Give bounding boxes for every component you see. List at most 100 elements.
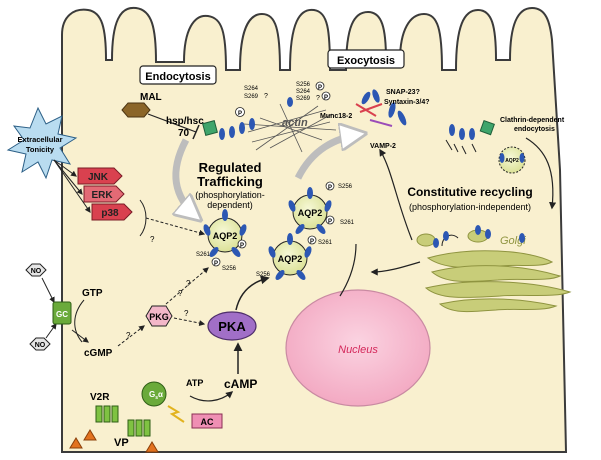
regulated-arrow-down <box>176 138 198 218</box>
s261-label: S261 <box>318 240 333 246</box>
p-icon: P <box>310 239 314 245</box>
constitutive-label-2: (phosphorylation-independent) <box>409 202 531 212</box>
gc-enzyme: GC <box>52 301 72 325</box>
golgi-vesicles <box>433 225 525 248</box>
s261-label: S261 <box>340 220 355 226</box>
aqp2-label: AQP2 <box>298 208 323 218</box>
q-top-label: ? <box>316 95 320 102</box>
gtp-to-cgmp-path <box>74 299 85 343</box>
actin-label: actin <box>282 117 308 129</box>
cgmp-arrow <box>71 329 89 343</box>
atp-label: ATP <box>186 378 203 388</box>
ac-label: AC <box>201 417 214 427</box>
cgmp-label: cGMP <box>84 348 113 359</box>
regulated-label-4: dependent) <box>207 200 253 210</box>
snare-complex <box>355 89 407 127</box>
tonicity-arrow-erk <box>53 159 83 195</box>
no-arrow-bottom <box>45 323 57 339</box>
mal-inhibition-line <box>147 113 197 133</box>
s264-left-label: S264 <box>244 86 259 92</box>
p-icon: P <box>328 185 332 191</box>
extracellular-label-1: Extracellular <box>17 135 62 144</box>
exocytosis-label: Exocytosis <box>337 55 395 67</box>
pkg-aqp2-question-2: ? <box>186 279 191 288</box>
hsp-label: hsp/hsc <box>166 116 204 127</box>
syntaxin-label: Syntaxin-3/4? <box>384 99 430 106</box>
pka-kinase: PKA <box>207 311 257 341</box>
v2r-receptor <box>95 405 151 437</box>
p-icon: P <box>240 243 244 249</box>
tonicity-star <box>6 106 78 180</box>
constitutive-label-1: Constitutive recycling <box>407 185 532 199</box>
aqp2-vesicle-3: AQP2 P <box>268 233 317 280</box>
cgmp-pkg-question: ? <box>126 331 131 340</box>
p38-label: p38 <box>101 208 119 219</box>
adenylyl-cyclase: AC <box>191 413 223 429</box>
pkg-kinase: PKG <box>145 305 173 327</box>
s256-label: S256 <box>256 272 271 278</box>
p-icon: P <box>214 261 218 267</box>
no-molecule-bottom: NO <box>29 337 51 351</box>
extracellular-label-2: Tonicity <box>26 145 55 154</box>
s264-top-label: S264 <box>296 89 311 95</box>
pkg-label: PKG <box>149 312 169 322</box>
p38-kinase: p38 <box>91 203 133 221</box>
actin-filaments <box>243 103 337 153</box>
mapk-dashed-arrow <box>145 217 206 236</box>
vp-label: VP <box>114 437 129 449</box>
no-label: NO <box>35 342 46 349</box>
pkg-to-pka-arrow <box>173 317 206 327</box>
clathrin-label-2: endocytosis <box>514 126 555 133</box>
jnk-kinase: JNK <box>77 167 123 185</box>
erk-kinase: ERK <box>83 185 125 203</box>
vesicle-recycle-arrow <box>339 243 357 297</box>
nucleus <box>285 289 431 407</box>
s256-label: S256 <box>222 266 237 272</box>
tonicity-arrow-jnk <box>53 159 77 177</box>
q-left-label: ? <box>264 93 268 100</box>
jnk-label: JNK <box>88 172 109 183</box>
constitutive-arrow <box>379 148 413 241</box>
mal-label: MAL <box>140 92 162 103</box>
tonicity-arrow-p38 <box>53 159 91 213</box>
regulated-label-1: Regulated <box>199 160 262 175</box>
hsp-70-label: 70 <box>178 128 190 139</box>
vasopressin-ligands <box>69 429 159 453</box>
mal-protein <box>121 102 151 118</box>
no-label: NO <box>31 268 42 275</box>
clathrin-pit <box>445 119 495 155</box>
aqp2-label: AQP2 <box>505 158 519 164</box>
regulated-arrow-up <box>294 134 362 180</box>
nucleus-label: Nucleus <box>338 344 378 356</box>
clathrin-arrow <box>525 137 557 210</box>
pkg-pka-question: ? <box>184 309 189 318</box>
exocytosis-box <box>327 49 405 69</box>
munc-label: Munc18-2 <box>320 113 352 120</box>
svg-text:Gsα: Gsα <box>149 390 163 401</box>
camp-label: cAMP <box>224 377 257 391</box>
endocytosis-box <box>139 65 217 85</box>
mal-inhibition-bar <box>192 124 200 140</box>
endocytosis-label: Endocytosis <box>145 71 210 83</box>
pkg-to-aqp2-arrow <box>165 267 209 305</box>
regulated-label-2: Trafficking <box>197 174 263 189</box>
v2r-label: V2R <box>90 392 110 403</box>
pka-label: PKA <box>218 319 246 334</box>
s256-label: S256 <box>338 184 353 190</box>
cgmp-to-pkg-arrow <box>117 325 145 347</box>
gs-s: s <box>155 395 158 401</box>
golgi-to-vesicle-arrow <box>370 261 421 276</box>
no-arrow-top <box>41 277 55 304</box>
snap-label: SNAP-23? <box>386 89 420 96</box>
aqp2-label: AQP2 <box>278 254 303 264</box>
gs-alpha: α <box>158 390 163 399</box>
aqp2-vesicle-2: AQP2 P P <box>288 181 335 234</box>
p-icon: P <box>324 95 328 101</box>
s269-left-label: S269 <box>244 94 259 100</box>
pkg-aqp2-question-1: ? <box>178 289 183 298</box>
regulated-label-3: (phosphorylation- <box>195 190 265 200</box>
gs-to-ac-lightning <box>167 405 185 423</box>
aqp2-vesicle-1: AQP2 P P <box>203 209 247 267</box>
